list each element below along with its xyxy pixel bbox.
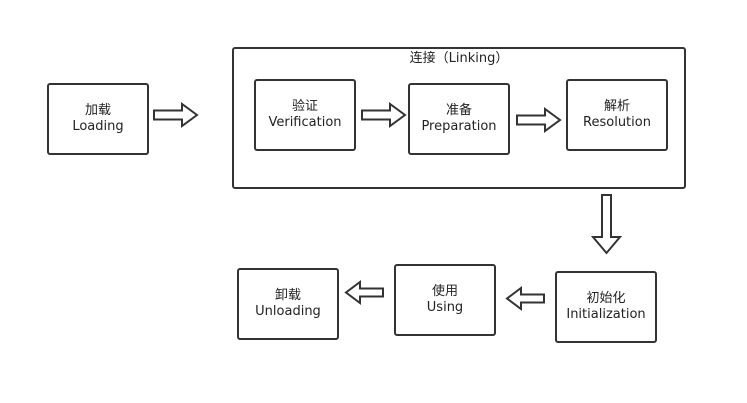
node-verification-en: Verification — [268, 115, 342, 130]
node-loading-zh: 加载 — [84, 103, 111, 118]
node-using: 使用 Using — [394, 264, 496, 336]
node-initialization: 初始化 Initialization — [555, 271, 657, 343]
node-unloading-en: Unloading — [255, 304, 321, 319]
node-preparation-zh: 准备 — [445, 103, 472, 118]
arrow-using-to-unloading — [344, 280, 384, 305]
node-unloading-zh: 卸载 — [274, 288, 301, 303]
node-verification: 验证 Verification — [254, 79, 356, 151]
arrow-verification-to-preparation — [361, 102, 407, 128]
node-using-en: Using — [426, 300, 464, 315]
arrow-linking-to-initialization — [590, 194, 623, 255]
node-unloading: 卸载 Unloading — [237, 268, 339, 340]
node-preparation: 准备 Preparation — [408, 83, 510, 155]
node-using-zh: 使用 — [431, 284, 458, 299]
node-initialization-en: Initialization — [566, 307, 646, 322]
arrow-loading-to-linking — [153, 102, 199, 128]
node-resolution-en: Resolution — [583, 115, 651, 130]
node-loading-en: Loading — [72, 119, 124, 134]
arrow-initialization-to-using — [505, 286, 545, 311]
node-resolution-zh: 解析 — [603, 99, 630, 114]
node-resolution: 解析 Resolution — [566, 79, 668, 151]
node-initialization-zh: 初始化 — [586, 291, 626, 306]
node-preparation-en: Preparation — [421, 119, 497, 134]
linking-group-title: 连接（Linking） — [409, 51, 509, 66]
arrow-preparation-to-resolution — [516, 107, 562, 133]
node-verification-zh: 验证 — [291, 99, 318, 114]
node-loading: 加载 Loading — [47, 83, 149, 155]
